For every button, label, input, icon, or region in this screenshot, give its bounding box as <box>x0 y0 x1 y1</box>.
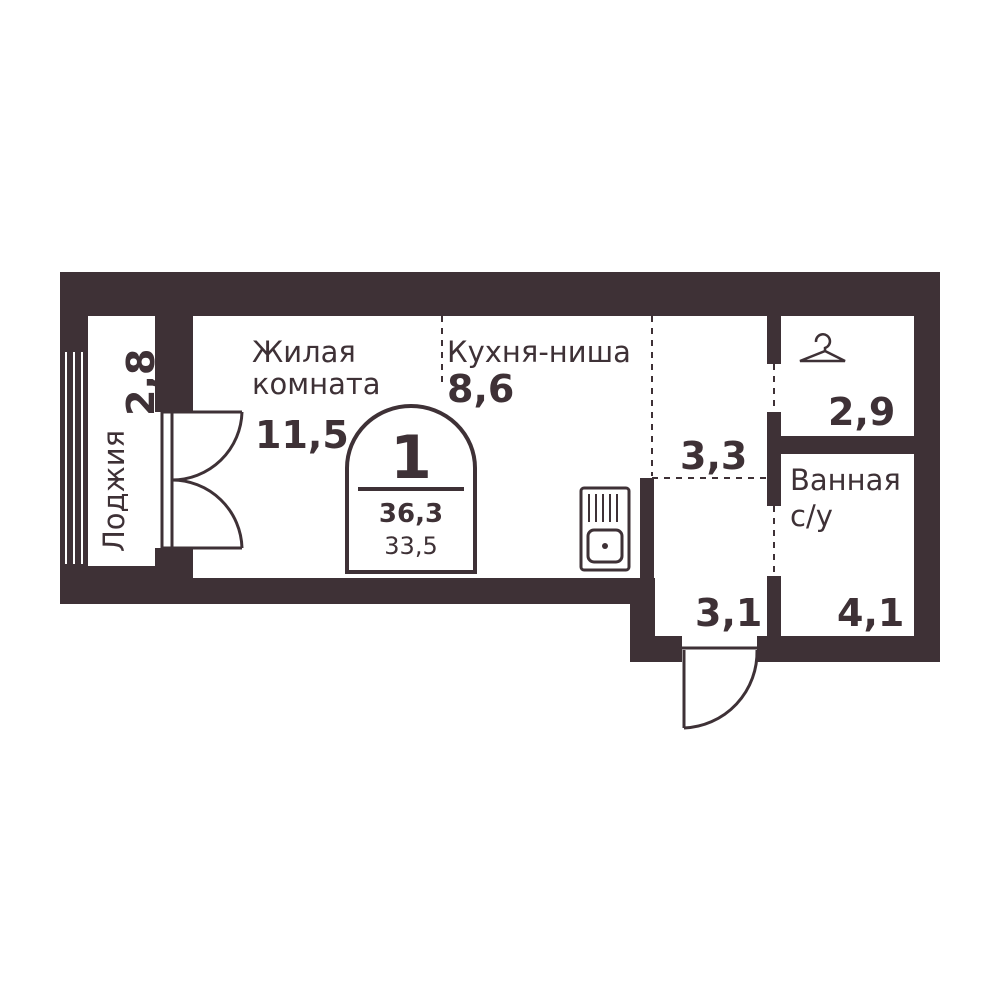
wall-kitchen-stub <box>640 478 654 582</box>
loggia-name: Лоджия <box>97 430 131 552</box>
wardrobe-area: 2,9 <box>828 390 895 434</box>
corridor-area: 3,3 <box>680 434 747 478</box>
sink-icon <box>579 486 631 572</box>
wall-wardrobe-bath <box>767 436 917 454</box>
bathroom-name-line1: Ванная <box>790 463 901 497</box>
wall-partition-1 <box>767 312 781 364</box>
wall-top <box>60 272 940 316</box>
wall-hall-bottom <box>630 636 682 662</box>
bathroom-area: 4,1 <box>837 591 904 635</box>
wall-bottom-main <box>155 578 655 604</box>
wall-loggia-room-upper <box>155 272 193 412</box>
kitchen-area: 8,6 <box>447 367 514 411</box>
living-area: 33,5 <box>384 532 437 560</box>
loggia-area: 2,8 <box>119 349 163 416</box>
kitchen-name: Кухня-ниша <box>447 335 631 369</box>
wall-right <box>914 272 940 662</box>
walls <box>60 272 940 662</box>
living-room-area: 11,5 <box>255 413 349 457</box>
hall-area: 3,1 <box>695 591 762 635</box>
rooms-count: 1 <box>390 423 432 493</box>
living-room-name-line1: Жилая <box>252 335 356 369</box>
room-labels: Жилая комната 11,5 Кухня-ниша 8,6 3,3 3,… <box>97 335 904 635</box>
zone-boundaries <box>441 316 775 576</box>
balcony-door <box>160 410 244 550</box>
total-area: 36,3 <box>379 499 443 529</box>
living-room-name-line2: комната <box>252 367 381 401</box>
apartment-badge: 1 36,3 33,5 <box>345 404 477 574</box>
wall-partition-3 <box>767 576 781 662</box>
wall-bottom-right <box>757 636 940 662</box>
wall-partition-2 <box>767 412 781 506</box>
loggia-window <box>65 352 83 564</box>
bathroom-name-line2: с/у <box>790 499 833 533</box>
hanger-icon <box>799 333 846 363</box>
entrance-door <box>682 646 759 730</box>
